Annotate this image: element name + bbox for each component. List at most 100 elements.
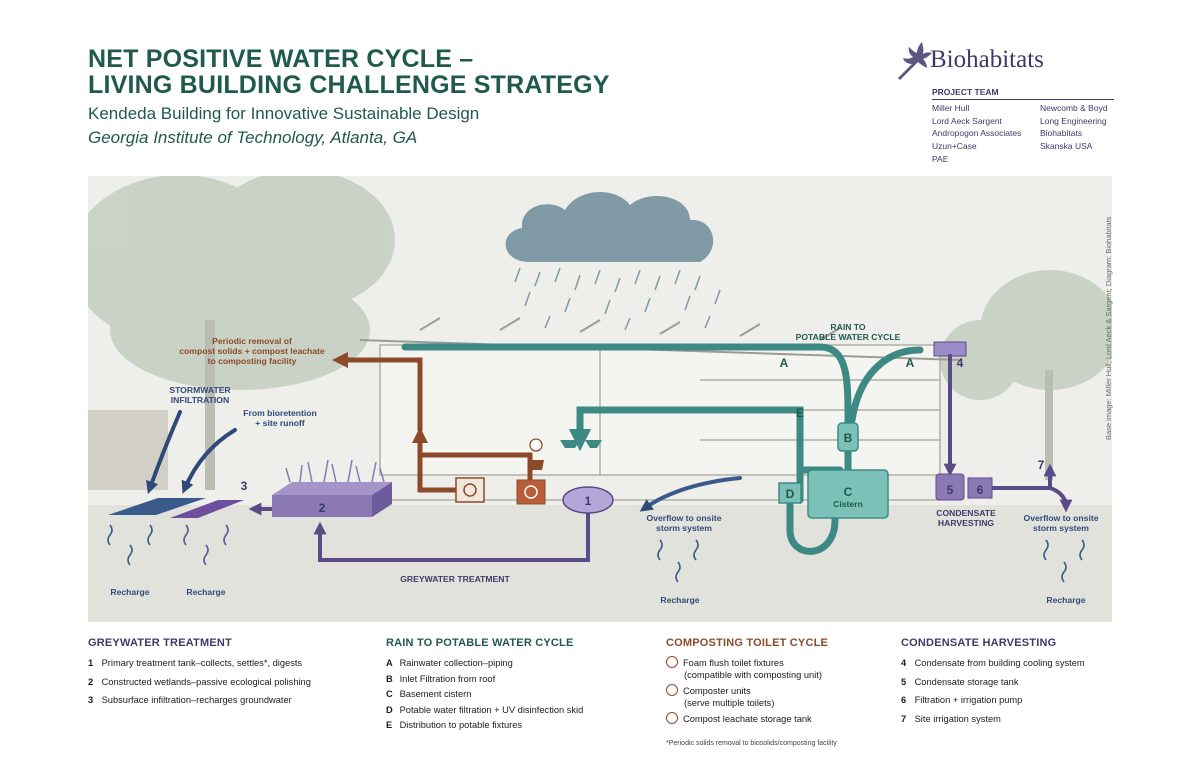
project-team-heading: PROJECT TEAM: [932, 87, 1114, 100]
greywater-piping: [248, 502, 590, 562]
legend-composting-list: Foam flush toilet fixtures (compatible w…: [666, 656, 822, 725]
title-line-1: NET POSITIVE WATER CYCLE –: [88, 45, 474, 73]
legend-condensate-list: 4 Condensate from building cooling syste…: [901, 657, 1085, 725]
primary-treatment-tank-1: [562, 486, 614, 514]
legend-item: B Inlet Filtration from roof: [386, 673, 583, 685]
team-member: Skanska USA: [1040, 141, 1093, 152]
legend-key: 3: [88, 695, 94, 705]
stormwater-label: INFILTRATION: [171, 395, 229, 405]
legend-item: 6 Filtration + irrigation pump: [901, 694, 1085, 706]
condensate-harvesting-label: HARVESTING: [938, 518, 995, 528]
legend-item-detail: (serve multiple toilets): [684, 698, 775, 708]
legend-item: Composter units: [666, 684, 822, 697]
rain-cycle-label: RAIN TO: [830, 322, 865, 332]
legend-item: E Distribution to potable fixtures: [386, 719, 583, 731]
marker-1: 1: [585, 494, 592, 508]
legend-item: 2 Constructed wetlands–passive ecologica…: [88, 676, 311, 688]
composting-piping: [331, 351, 533, 493]
legend-text: Compost leachate storage tank: [683, 714, 812, 724]
logo: [898, 42, 932, 80]
marker-3: 3: [241, 479, 248, 493]
irrigation-pump-6: [967, 477, 993, 499]
leachate-storage-tank: [455, 477, 485, 503]
marker-e: E: [796, 406, 804, 420]
leachate-tank-icon: [666, 712, 678, 724]
legend-item: C Basement cistern: [386, 688, 583, 700]
legend-greywater-list: 1 Primary treatment tank–collects, settl…: [88, 657, 311, 706]
legend-item: 5 Condensate storage tank: [901, 676, 1085, 688]
subtitle: Kendeda Building for Innovative Sustaina…: [88, 104, 480, 123]
condensate-unit: [933, 341, 967, 357]
constructed-wetland-2: [272, 459, 392, 517]
legend-key: E: [386, 720, 393, 730]
compost-removal-label: Periodic removal of: [212, 336, 292, 346]
infiltration-field-navy: [108, 498, 206, 515]
legend-rain-list: A Rainwater collection–piping B Inlet Fi…: [386, 657, 583, 731]
oak-leaf-icon: [898, 42, 932, 80]
legend-item: 7 Site irrigation system: [901, 713, 1085, 725]
marker-c: C: [844, 485, 853, 499]
composter-unit: [516, 479, 546, 505]
team-member: Long Engineering: [1040, 115, 1107, 126]
stormwater-arrows: [146, 410, 742, 512]
legend-key: D: [386, 704, 393, 715]
greywater-label: GREYWATER TREATMENT: [400, 574, 510, 584]
marker-b: B: [844, 431, 853, 445]
rain-cloud: [505, 192, 721, 331]
team-member: Uzun+Case: [932, 141, 977, 152]
marker-a: A: [780, 356, 789, 370]
legend-item-detail: (compatible with composting unit): [684, 670, 822, 680]
legend-key: 4: [901, 658, 907, 668]
legend-text: Inlet Filtration from roof: [399, 673, 496, 684]
logo-text: Biohabitats: [930, 46, 1044, 73]
recharge-label: Recharge: [660, 595, 699, 605]
marker-4: 4: [957, 356, 964, 370]
legend-heading-composting: COMPOSTING TOILET CYCLE: [666, 637, 829, 649]
potable-fixtures: [560, 440, 602, 448]
legend-text: Filtration + irrigation pump: [914, 695, 1023, 705]
legend-key: A: [386, 658, 393, 668]
page-title: NET POSITIVE WATER CYCLE – LIVING BUILDI…: [88, 46, 610, 98]
infiltration-field-purple: [170, 500, 244, 518]
image-credit-text: Base image: Miller Hull, Lord Aeck & Sar…: [1104, 216, 1113, 440]
composter-symbol: [524, 485, 538, 499]
marker-7: 7: [1038, 458, 1045, 472]
team-member: Lord Aeck Sargent: [932, 115, 1002, 126]
legend-key: C: [386, 689, 393, 699]
inlet-filter-b: [837, 422, 859, 452]
cistern-label: Cistern: [833, 499, 863, 509]
condensate-harvesting-label: CONDENSATE: [936, 508, 996, 518]
recharge-label: Recharge: [110, 587, 149, 597]
legend-key: 7: [901, 713, 907, 724]
footnote: *Periodic solids removal to biosolids/co…: [666, 740, 837, 747]
legend-item: Foam flush toilet fixtures: [666, 656, 822, 669]
overflow-label: Overflow to onsite: [647, 513, 722, 523]
leachate-symbol: [463, 483, 477, 497]
location: Georgia Institute of Technology, Atlanta…: [88, 128, 418, 147]
legend-text: Site irrigation system: [914, 713, 1001, 724]
legend-text: Basement cistern: [399, 689, 472, 699]
legend-key: 5: [901, 676, 907, 687]
recharge-squiggles: [107, 524, 1085, 583]
marker-2: 2: [319, 501, 326, 515]
recharge-label: Recharge: [186, 587, 225, 597]
marker-5: 5: [947, 483, 954, 497]
legend-heading-rain: RAIN TO POTABLE WATER CYCLE: [386, 637, 574, 649]
legend-text: Composter units: [683, 686, 751, 696]
project-team-col-2: Newcomb & Boyd Long Engineering Biohabit…: [1040, 102, 1108, 153]
team-member: PAE: [932, 153, 949, 164]
stormwater-label: STORMWATER: [169, 385, 231, 395]
toilet-fixture-marker: [529, 438, 543, 452]
legend-key: 6: [901, 695, 907, 705]
condensate-tank-5: [935, 473, 965, 501]
project-team-col-1: Miller Hull Lord Aeck Sargent Andropogon…: [932, 102, 1021, 166]
marker-6: 6: [977, 483, 984, 497]
overflow-label: storm system: [656, 523, 712, 533]
team-member: Andropogon Associates: [932, 128, 1022, 139]
filtration-skid-d: [778, 482, 802, 504]
legend-text: Rainwater collection–piping: [399, 658, 513, 668]
legend-text: Potable water filtration + UV disinfecti…: [399, 704, 584, 715]
wall: [88, 410, 168, 490]
recharge-label: Recharge: [1046, 595, 1085, 605]
legend-item: 3 Subsurface infiltration–recharges grou…: [88, 694, 311, 706]
